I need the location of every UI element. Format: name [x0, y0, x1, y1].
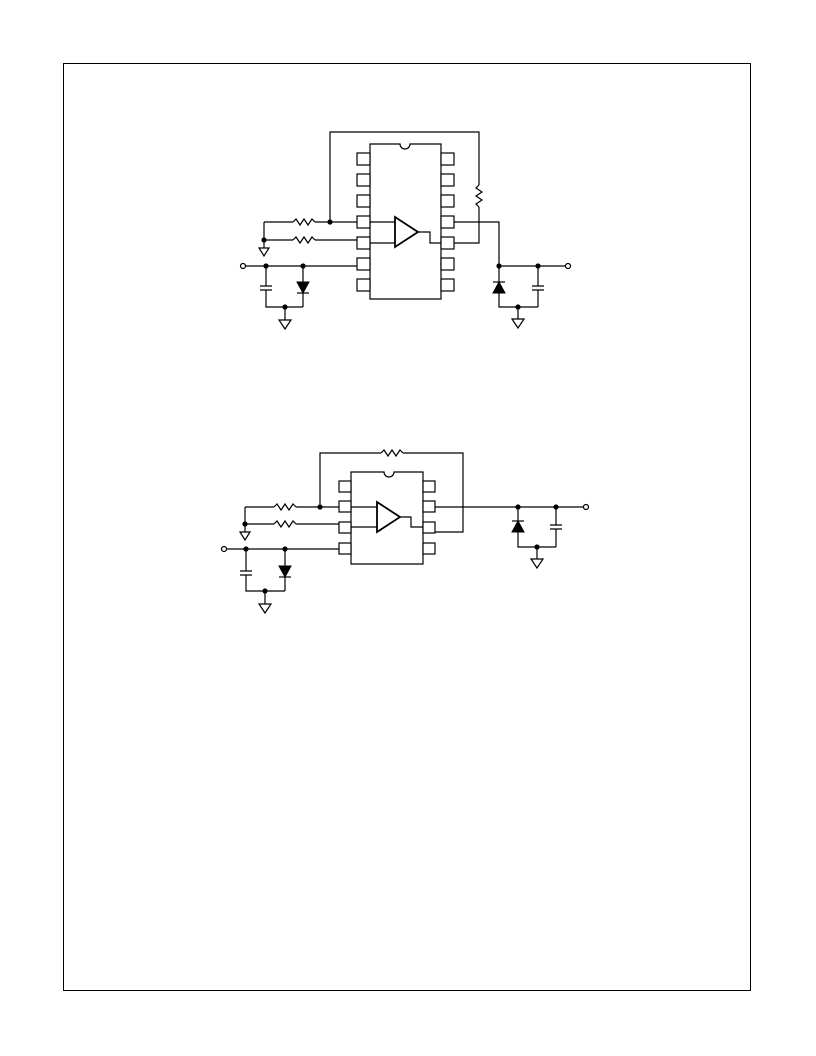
input-terminal [239, 262, 247, 270]
ground-symbol [238, 531, 252, 542]
input-resistor [273, 502, 297, 512]
feedback-resistor [380, 448, 404, 458]
output-terminal [564, 262, 572, 270]
op-amp-symbol [351, 500, 423, 534]
output-capacitor [550, 524, 562, 530]
ground-resistor [292, 235, 316, 245]
circuit-14-pin [239, 131, 572, 331]
input-capacitor [240, 570, 252, 576]
ground-symbol [510, 318, 526, 330]
left-pins-8 [338, 480, 352, 555]
left-pins-14 [356, 152, 371, 292]
ground-resistor [273, 519, 297, 529]
op-amp-symbol [370, 215, 441, 249]
ic-package-8-pin [350, 471, 424, 565]
input-diode [278, 565, 292, 579]
ground-symbol [257, 603, 273, 615]
ground-symbol [529, 558, 545, 570]
output-diode [492, 280, 506, 294]
output-diode [511, 519, 525, 533]
right-pins-14 [440, 152, 455, 292]
page-border [63, 63, 751, 991]
input-capacitor [260, 285, 272, 291]
circuit-8-pin [220, 448, 590, 615]
output-terminal [582, 503, 590, 511]
ground-symbol [277, 319, 293, 331]
feedback-wire-top [329, 131, 480, 222]
right-pins-8 [422, 480, 436, 555]
output-capacitor [532, 285, 544, 291]
ground-symbol [257, 247, 271, 258]
feedback-resistor [474, 184, 484, 208]
input-terminal [220, 545, 228, 553]
input-diode [296, 281, 310, 295]
input-resistor [292, 217, 316, 227]
